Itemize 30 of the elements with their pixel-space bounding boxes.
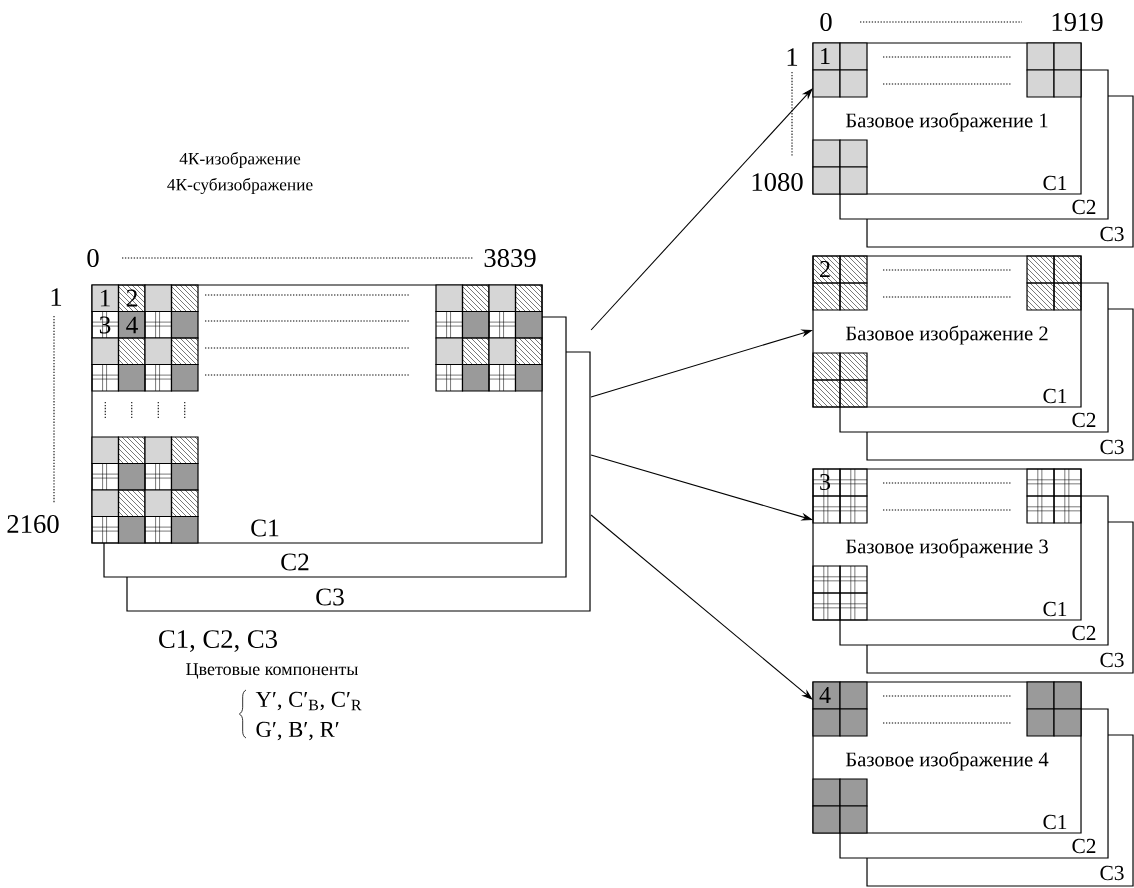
cell-number: 4 xyxy=(126,316,138,334)
axis-label: 1080 xyxy=(752,173,803,191)
heading-text: 4К-субизображение xyxy=(167,177,313,195)
node-label: C3 xyxy=(1100,439,1124,455)
node-label: C3 xyxy=(1100,865,1124,881)
node-label: C2 xyxy=(1072,199,1096,215)
components-label: G′, B′, R′ xyxy=(256,721,339,741)
heading-text: 4К-изображение xyxy=(179,151,301,169)
node-label: C3 xyxy=(316,588,344,606)
arrow xyxy=(590,514,813,700)
axis-label: 3839 xyxy=(484,249,536,267)
cell-number: 4 xyxy=(819,687,831,703)
axis-label: 0 xyxy=(87,249,99,267)
node-label: C2 xyxy=(1072,838,1096,854)
cell-number: 1 xyxy=(821,48,830,64)
node-label: C3 xyxy=(1100,652,1124,668)
cell-number: 1 xyxy=(100,289,110,307)
node-label: C2 xyxy=(1072,412,1096,428)
cell-number: 2 xyxy=(820,261,830,277)
components-label: Цветовые компоненты xyxy=(186,663,358,679)
cell-number: 3 xyxy=(820,473,831,491)
axis-label: 1919 xyxy=(1052,13,1103,31)
axis-label: 2160 xyxy=(7,515,59,533)
cell-number: 3 xyxy=(99,316,111,334)
axis-label: 1 xyxy=(51,288,62,306)
node-label: C2 xyxy=(1072,625,1096,641)
components-label: C1, C2, C3 xyxy=(159,630,277,652)
components-label: Y′, C′$_{B}$, C′$_{R}$ xyxy=(255,691,362,711)
node-label: C3 xyxy=(1100,226,1124,242)
arrow xyxy=(590,88,813,331)
